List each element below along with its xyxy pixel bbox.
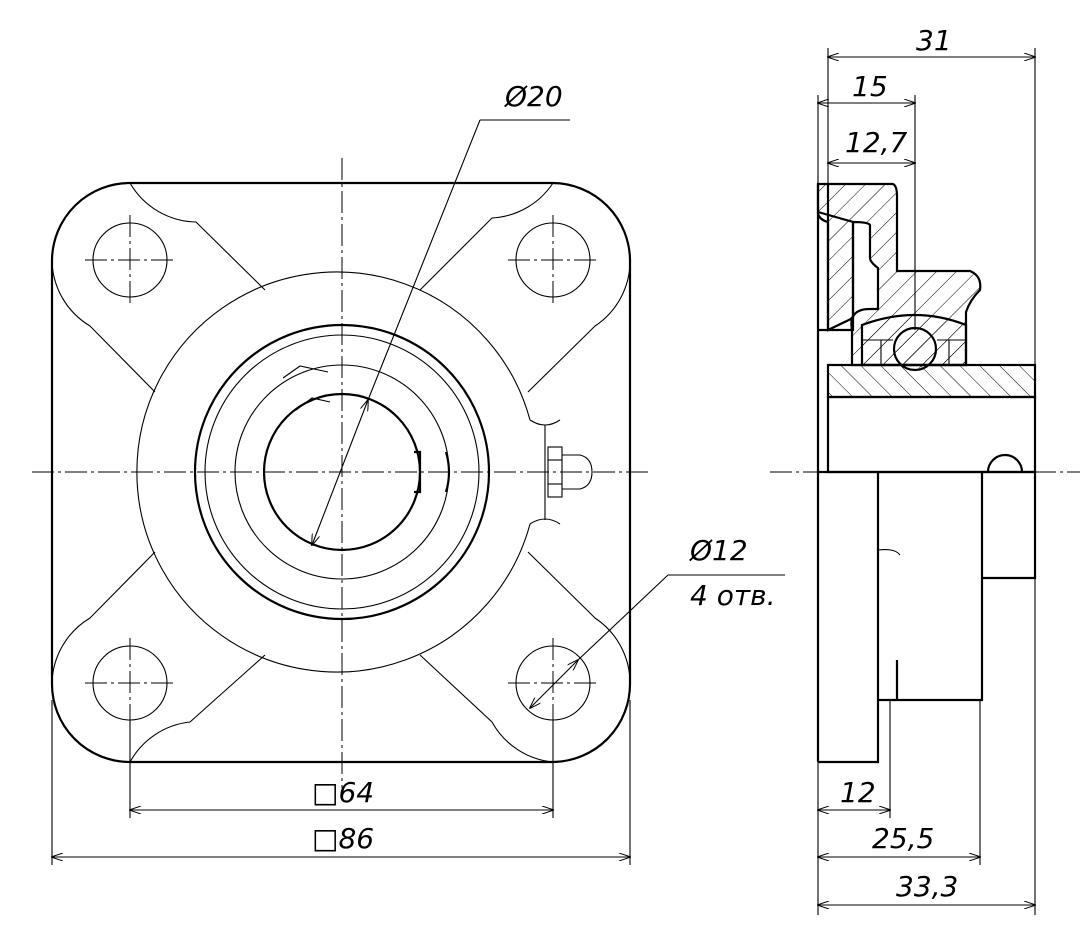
hole-count-label: 4 отв. — [690, 579, 776, 612]
dim-15: 15 — [852, 70, 888, 103]
bolt-square-label: □64 — [312, 776, 374, 809]
extension-lines — [817, 48, 1036, 915]
dim-12: 12 — [840, 776, 876, 809]
bore-leader — [367, 119, 570, 401]
outer-square-label: □86 — [312, 822, 374, 855]
bore-diameter-label: Ø20 — [504, 80, 563, 113]
ball — [892, 326, 938, 372]
front-view: Ø20 Ø12 4 отв. □64 □86 — [32, 80, 1080, 865]
hole-dimension-line — [530, 660, 578, 708]
lower-half-outline — [818, 470, 1037, 764]
side-view: 31 15 12,7 12 25,5 33,3 — [816, 24, 1037, 915]
extension-lines — [51, 700, 631, 865]
set-screw-side — [986, 453, 1024, 473]
dim-12-7: 12,7 — [845, 126, 908, 159]
lobes — [51, 182, 631, 763]
dim-31: 31 — [916, 24, 952, 57]
ball-cage — [862, 339, 966, 365]
inner-ring-section — [826, 363, 1037, 399]
inner-ring-bore — [826, 395, 1037, 474]
dim-33-3: 33,3 — [896, 870, 958, 903]
bore-dimension-line — [312, 400, 368, 545]
hole-leader — [577, 574, 785, 661]
hole-diameter-label: Ø12 — [689, 534, 748, 567]
dim-25-5: 25,5 — [872, 822, 934, 855]
